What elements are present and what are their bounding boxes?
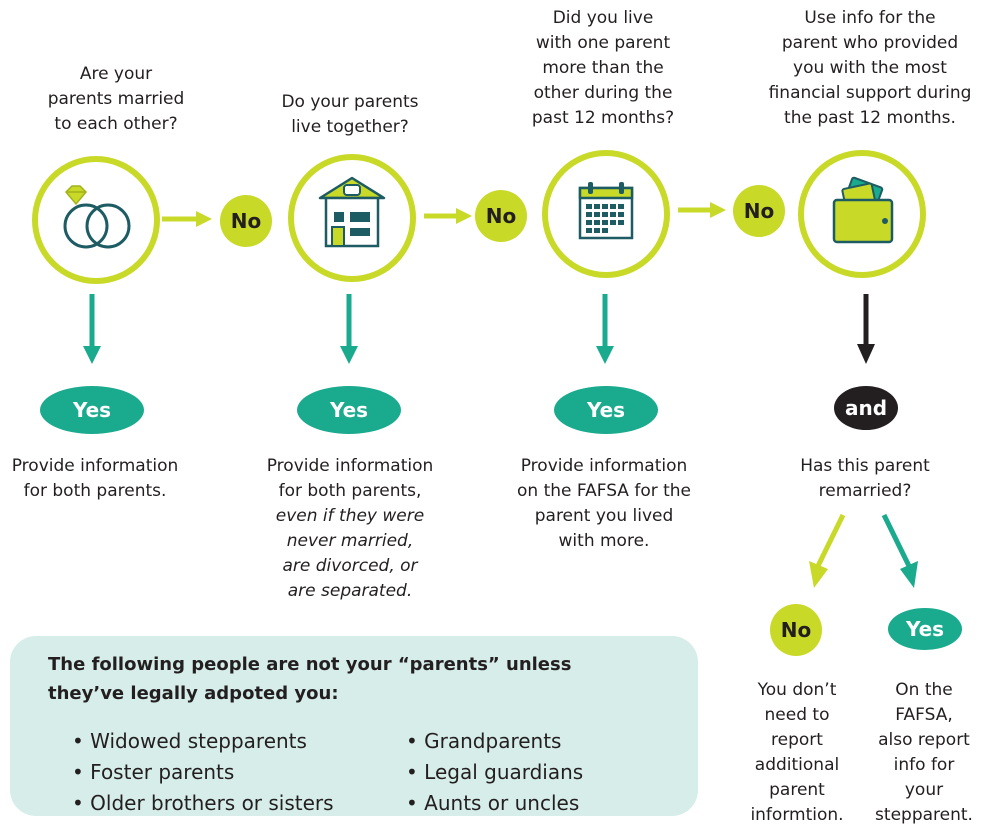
wallet-icon: [832, 176, 894, 244]
remarried-question: Has this parent remarried?: [800, 456, 930, 501]
yes-pill-1: Yes: [40, 386, 144, 434]
answer-2: Provide information for both parents, ev…: [266, 456, 434, 601]
list-item: Older brothers or sisters: [72, 788, 333, 819]
no-badge-2: No: [475, 190, 527, 242]
no-badge-3: No: [733, 185, 785, 237]
not-parents-list-left: Widowed stepparents Foster parents Older…: [72, 726, 334, 819]
step-2-question: Do your parents live together?: [281, 92, 419, 137]
list-item: Foster parents: [72, 757, 334, 788]
and-pill: and: [834, 386, 898, 430]
remarried-yes-pill: Yes: [888, 608, 962, 650]
step-4-question: Use info for the parent who provided you…: [768, 8, 972, 128]
not-parents-list-right: Grandparents Legal guardians Aunts or un…: [406, 726, 583, 819]
not-parents-title: The following people are not your “paren…: [48, 654, 572, 704]
list-item: Grandparents: [406, 726, 583, 757]
yes-pill-2: Yes: [297, 386, 401, 434]
step-1-question: Are your parents married to each other?: [47, 64, 185, 134]
step-2-circle: [288, 154, 416, 282]
arrow-remarried-no: [815, 513, 846, 568]
answer-1: Provide information for both parents.: [11, 456, 179, 501]
yes-pill-3: Yes: [554, 386, 658, 434]
remarried-no-badge: No: [770, 604, 822, 656]
not-parents-box: The following people are not your “paren…: [10, 636, 698, 816]
list-item: Legal guardians: [406, 757, 583, 788]
list-item: Aunts or uncles: [406, 788, 583, 819]
remarried-no-answer: You don’t need to report additional pare…: [750, 680, 844, 825]
step-1-circle: [32, 156, 160, 284]
step-4-circle: [798, 150, 926, 278]
house-icon: [318, 176, 386, 248]
step-3-question: Did you live with one parent more than t…: [531, 8, 675, 128]
wedding-rings-icon: [63, 185, 131, 249]
calendar-icon: [578, 182, 634, 240]
remarried-yes-answer: On the FAFSA, also report info for your …: [875, 680, 973, 825]
list-item: Widowed stepparents: [72, 726, 334, 757]
answer-3: Provide information on the FAFSA for the…: [516, 456, 692, 551]
no-badge-1: No: [220, 195, 272, 247]
step-3-circle: [542, 150, 670, 278]
